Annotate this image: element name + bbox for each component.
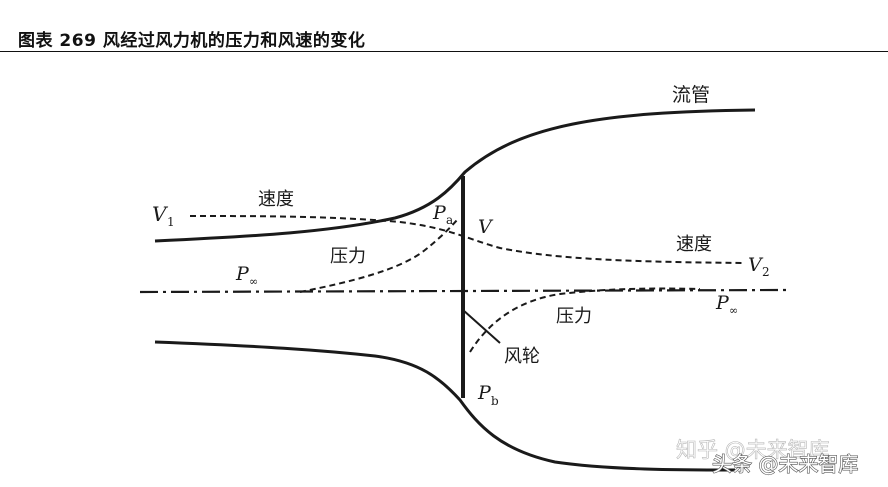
pinf-left-symbol: P [235, 263, 250, 285]
figure-header: 图表 269 风经过风力机的压力和风速的变化 [0, 0, 888, 52]
pb-symbol: P [477, 382, 492, 404]
figure-title: 图表 269 风经过风力机的压力和风速的变化 [18, 31, 366, 51]
rotor-pointer-line [462, 309, 501, 344]
stream-tube-label: 流管 [672, 84, 710, 106]
pressure-label-downstream: 压力 [556, 306, 592, 327]
pressure-curve-upstream [299, 219, 458, 293]
pressure-curve-downstream [469, 287, 701, 353]
v-rotor-symbol: V [478, 216, 494, 238]
pinf-left-subscript: ∞ [249, 275, 258, 288]
velocity-label-downstream: 速度 [676, 234, 712, 255]
v2-subscript: 2 [762, 265, 770, 279]
rotor-label: 风轮 [504, 346, 540, 367]
pa-symbol: P [432, 202, 447, 224]
pressure-label-upstream: 压力 [330, 246, 366, 267]
velocity-curve [189, 215, 746, 264]
velocity-label-upstream: 速度 [258, 189, 294, 210]
v2-symbol: V [748, 254, 764, 276]
centerline [139, 288, 789, 294]
v1-symbol: V [152, 202, 169, 226]
watermark-back: 知乎 @未来智库 [676, 438, 830, 462]
pinf-right-subscript: ∞ [729, 304, 738, 317]
pa-subscript: a [446, 213, 453, 227]
pb-subscript: b [491, 394, 499, 408]
v1-subscript: 1 [167, 215, 175, 229]
watermark-front: 头条 @未来智库 [712, 452, 858, 476]
stream-tube-upper-boundary [154, 108, 756, 243]
pinf-right-symbol: P [715, 292, 730, 314]
stream-tube-lower-boundary [154, 340, 736, 472]
